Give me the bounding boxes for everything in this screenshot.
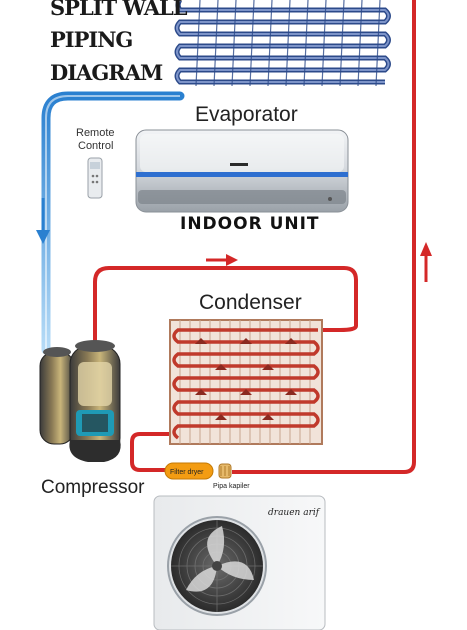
flow-arrow-up-icon <box>420 242 432 282</box>
liquid-line <box>232 0 416 474</box>
filter-dryer: Filter dryer <box>164 462 214 480</box>
svg-text:PIPING: PIPING <box>50 27 132 52</box>
brand-label: drauen arif <box>268 508 321 518</box>
compressor-label: Compressor <box>41 477 145 498</box>
evaporator-coil <box>174 0 391 87</box>
capillary-label: Pipa kapiler <box>213 483 250 490</box>
flow-arrow-down-icon <box>36 198 50 244</box>
compressor-illustration <box>39 340 121 462</box>
flow-arrow-right-icon <box>206 254 238 266</box>
capillary-tube-icon <box>218 463 232 479</box>
svg-text:DIAGRAM: DIAGRAM <box>50 60 163 85</box>
remote-control-label-line2: Control <box>78 140 113 152</box>
svg-text:SPLIT WALL: SPLIT WALL <box>50 0 188 20</box>
page-title: SPLIT WALL PIPING DIAGRAM <box>50 0 189 85</box>
remote-control-label-line1: Remote <box>76 127 115 139</box>
discharge-pipe <box>93 266 358 352</box>
condenser-label: Condenser <box>199 291 302 314</box>
outdoor-unit-illustration <box>153 495 326 630</box>
condenser-coil <box>169 319 323 445</box>
remote-control-icon <box>87 157 103 199</box>
indoor-unit-illustration <box>135 129 349 213</box>
svg-text:Filter dryer: Filter dryer <box>170 469 204 476</box>
evaporator-label: Evaporator <box>195 103 298 126</box>
indoor-unit-label: INDOOR UNIT <box>180 214 320 234</box>
